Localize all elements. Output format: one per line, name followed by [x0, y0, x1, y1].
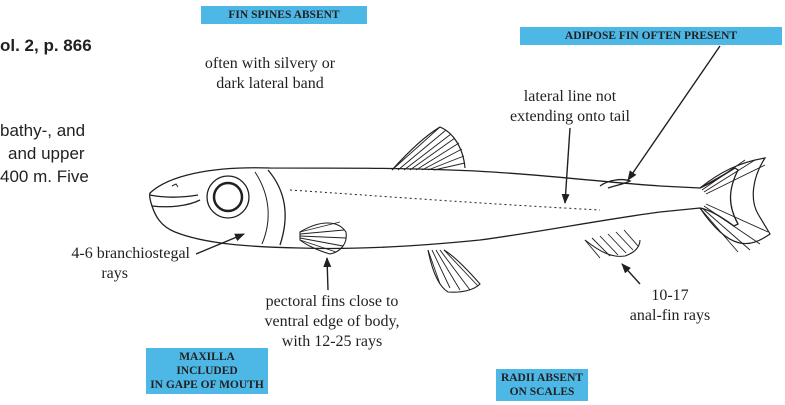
fish-lateral-line: [290, 190, 600, 210]
fish-caudal-fin: [700, 158, 770, 252]
fish-lower-jaw: [152, 200, 200, 207]
fish-dorsal-fin: [392, 127, 465, 170]
adipose-fin-arrow: [628, 46, 720, 180]
fish-pectoral-fin: [300, 222, 346, 254]
fish-eye-inner: [214, 183, 242, 211]
fish-preoperculum: [255, 172, 268, 244]
fish-operculum: [268, 170, 285, 245]
fish-nostril: [172, 184, 178, 187]
fish-anal-fin: [585, 230, 640, 258]
anal-fin-arrow: [622, 264, 640, 284]
fish-mouth: [150, 195, 198, 197]
lateral-line-arrow: [565, 128, 570, 203]
pectoral-fin-arrow: [327, 258, 328, 290]
branchiostegal-arrow: [196, 234, 244, 254]
fish-pelvic-fin: [428, 250, 480, 292]
